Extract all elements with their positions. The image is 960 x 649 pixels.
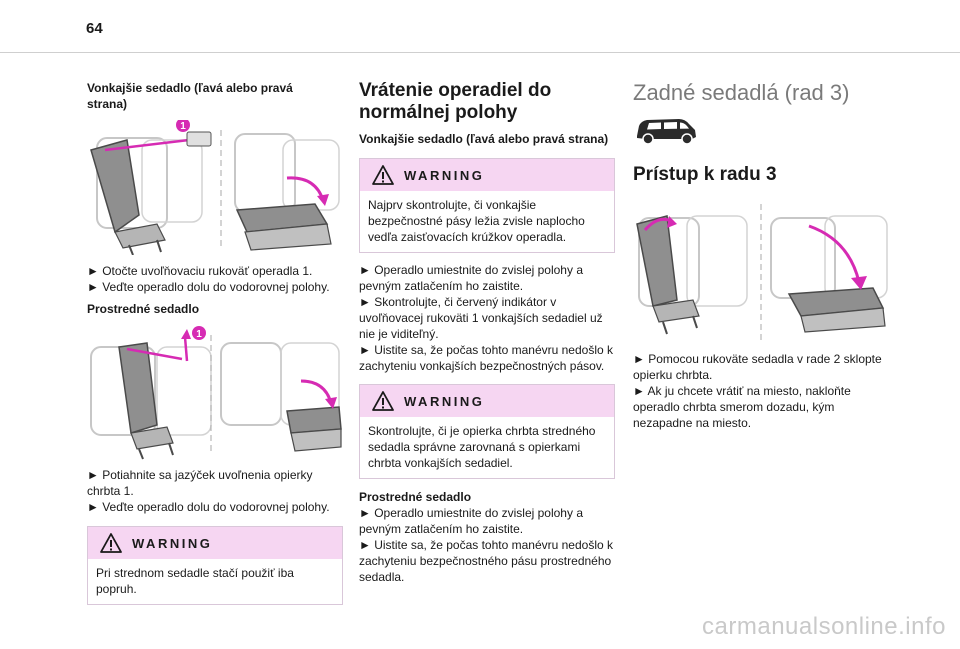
warning-triangle-icon <box>372 391 394 411</box>
watermark: carmanualsonline.info <box>702 613 946 640</box>
section-title: Zadné sedadlá (rad 3) <box>633 80 850 105</box>
callout-1: 1 <box>180 121 186 132</box>
warning-box: WARNING Pri strednom sedadle stačí použi… <box>87 526 343 605</box>
list-item: ► Pomocou rukoväte sedadla v rade 2 sklo… <box>633 352 882 382</box>
return-steps: ► Operadlo umiestnite do zvislej polohy … <box>359 262 615 374</box>
list-item: ► Otočte uvoľňovaciu rukoväť operadla 1. <box>87 264 313 278</box>
subsection-title: Prístup k radu 3 <box>633 164 777 185</box>
list-item: ► Veďte operadlo dolu do vodorovnej polo… <box>87 280 330 294</box>
middle-steps: ► Potiahnite sa jazýček uvoľnenia opierk… <box>87 467 343 515</box>
heading-middle-seat: Prostredné sedadlo <box>359 490 472 504</box>
heading-middle-seat: Prostredné sedadlo <box>87 302 200 316</box>
list-item: ► Ak ju chcete vrátiť na miesto, nakloňt… <box>633 384 851 430</box>
row3-steps: ► Pomocou rukoväte sedadla v rade 2 sklo… <box>633 351 889 431</box>
list-item: ► Operadlo umiestnite do zvislej polohy … <box>359 263 583 293</box>
list-item: ► Operadlo umiestnite do zvislej polohy … <box>359 506 583 536</box>
warning-title: WARNING <box>404 167 485 183</box>
column-1: Vonkajšie sedadlo (ľavá alebo pravá stra… <box>87 80 343 605</box>
warning-header: WARNING <box>360 385 614 417</box>
warning-triangle-icon <box>372 165 394 185</box>
warning-title: WARNING <box>132 535 213 551</box>
subhead-outer-seat: Vonkajšie sedadlo (ľavá alebo pravá stra… <box>359 132 609 146</box>
illustration-row3-access <box>636 204 888 340</box>
list-item: ► Potiahnite sa jazýček uvoľnenia opierk… <box>87 468 313 498</box>
middle-return-steps: ► Operadlo umiestnite do zvislej polohy … <box>359 505 615 585</box>
column-3: Zadné sedadlá (rad 3) Prístup k radu 3 ►… <box>633 80 903 431</box>
van-icon <box>637 119 696 145</box>
warning-text: Skontrolujte, či je opierka chrbta stred… <box>368 424 596 470</box>
illustration-middle-seat-fold: 1 <box>90 326 342 460</box>
list-item: ► Skontrolujte, či červený indikátor v u… <box>359 295 603 341</box>
warning-box: WARNING Najprv skontrolujte, či vonkajši… <box>359 158 615 253</box>
warning-text: Najprv skontrolujte, či vonkajšie bezpeč… <box>368 198 585 244</box>
warning-header: WARNING <box>360 159 614 191</box>
list-item: ► Uistite sa, že počas tohto manévru ned… <box>359 343 614 373</box>
section-title: Vrátenie operadiel do normálnej polohy <box>359 80 552 123</box>
list-item: ► Uistite sa, že počas tohto manévru ned… <box>359 538 614 584</box>
illustration-outer-seat-fold: 1 <box>90 120 340 255</box>
warning-header: WARNING <box>88 527 342 559</box>
list-item: ► Veďte operadlo dolu do vodorovnej polo… <box>87 500 330 514</box>
warning-triangle-icon <box>100 533 122 553</box>
warning-box: WARNING Skontrolujte, či je opierka chrb… <box>359 384 615 479</box>
heading-outer-seat: Vonkajšie sedadlo (ľavá alebo pravá stra… <box>87 81 293 111</box>
top-rule <box>0 52 960 53</box>
warning-title: WARNING <box>404 393 485 409</box>
callout-1: 1 <box>196 329 202 340</box>
column-2: Vrátenie operadiel do normálnej polohy V… <box>359 80 615 585</box>
outer-steps: ► Otočte uvoľňovaciu rukoväť operadla 1.… <box>87 263 343 295</box>
warning-text: Pri strednom sedadle stačí použiť iba po… <box>96 566 294 596</box>
page-number: 64 <box>86 20 103 37</box>
